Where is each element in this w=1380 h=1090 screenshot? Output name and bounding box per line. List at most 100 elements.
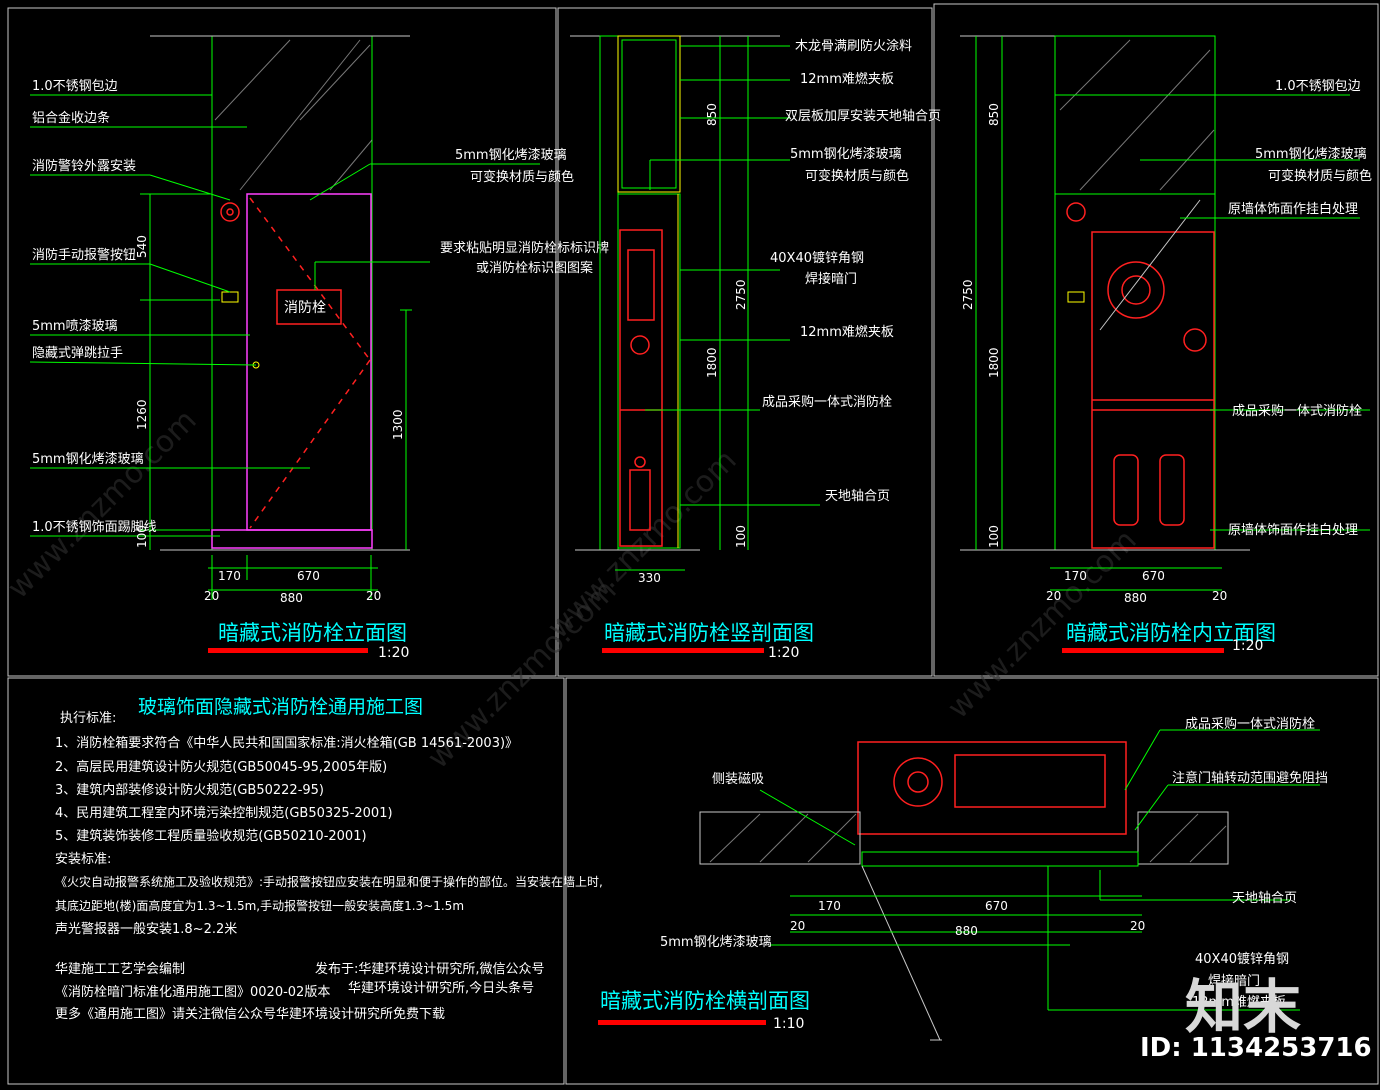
inner-elevation-drawing (960, 35, 1370, 591)
svg-text:www.znzmo.com: www.znzmo.com (1, 403, 204, 606)
svg-text:880: 880 (1124, 591, 1147, 605)
svg-text:注意门轴转动范围避免阻挡: 注意门轴转动范围避免阻挡 (1172, 770, 1328, 786)
inner-elevation-title-underline (1062, 648, 1224, 653)
svg-text:《消防栓暗门标准化通用施工图》0020-02版本: 《消防栓暗门标准化通用施工图》0020-02版本 (55, 984, 330, 1000)
svg-text:隐藏式弹跳拉手: 隐藏式弹跳拉手 (32, 346, 123, 361)
notes-heading: 玻璃饰面隐藏式消防栓通用施工图 (138, 696, 423, 718)
svg-text:4、民用建筑工程室内环境污染控制规范(GB50325-200: 4、民用建筑工程室内环境污染控制规范(GB50325-2001) (55, 805, 393, 821)
svg-text:安装标准:: 安装标准: (55, 852, 111, 867)
svg-text:声光警报器一般安装1.8~2.2米: 声光警报器一般安装1.8~2.2米 (55, 921, 237, 937)
svg-text:670: 670 (1142, 569, 1165, 583)
svg-text:20: 20 (1130, 919, 1145, 933)
svg-text:40X40镀锌角钢: 40X40镀锌角钢 (1195, 951, 1289, 967)
image-id-label: ID: 1134253716 (1140, 1033, 1372, 1063)
svg-text:20: 20 (204, 589, 219, 603)
section-v-title-underline (602, 648, 764, 653)
svg-text:天地轴合页: 天地轴合页 (1232, 891, 1297, 906)
svg-text:540: 540 (135, 235, 149, 258)
panel-frames (7, 3, 1379, 1085)
svg-text:其底边距地(楼)面高度宜为1.3~1.5m,手动报警按钮一般: 其底边距地(楼)面高度宜为1.3~1.5m,手动报警按钮一般安装高度1.3~1.… (55, 898, 464, 913)
svg-text:1:10: 1:10 (773, 1016, 804, 1032)
svg-text:100: 100 (734, 525, 748, 548)
general-notes: 玻璃饰面隐藏式消防栓通用施工图 执行标准: 1、消防栓箱要求符合《中华人民共和国… (55, 696, 603, 1022)
svg-text:100: 100 (987, 525, 1001, 548)
svg-text:5mm钢化烤漆玻璃: 5mm钢化烤漆玻璃 (455, 147, 567, 163)
svg-text:850: 850 (987, 103, 1001, 126)
svg-text:1260: 1260 (135, 399, 149, 430)
svg-text:铝合金收边条: 铝合金收边条 (32, 110, 110, 126)
svg-text:成品采购一体式消防栓: 成品采购一体式消防栓 (1185, 716, 1315, 732)
svg-text:消防警铃外露安装: 消防警铃外露安装 (32, 158, 136, 174)
svg-text:发布于:华建环境设计研究所,微信公众号: 发布于:华建环境设计研究所,微信公众号 (315, 961, 545, 977)
watermark-logo: 知末 (1185, 973, 1302, 1041)
svg-text:侧装磁吸: 侧装磁吸 (712, 772, 764, 787)
svg-text:原墙体饰面作挂白处理: 原墙体饰面作挂白处理 (1228, 201, 1358, 217)
svg-text:1800: 1800 (987, 347, 1001, 378)
svg-text:木龙骨满刷防火涂料: 木龙骨满刷防火涂料 (795, 38, 912, 54)
section-h-title-underline (598, 1020, 766, 1025)
svg-text:20: 20 (1212, 589, 1227, 603)
svg-text:华建环境设计研究所,今日头条号: 华建环境设计研究所,今日头条号 (348, 980, 534, 996)
svg-text:100: 100 (135, 525, 149, 548)
svg-text:12mm难燃夹板: 12mm难燃夹板 (800, 324, 894, 340)
inner-elevation-labels: 1.0不锈钢包边 5mm钢化烤漆玻璃 可变换材质与颜色 原墙体饰面作挂白处理 成… (961, 79, 1372, 654)
svg-text:1800: 1800 (705, 347, 719, 378)
section-v-drawing (570, 35, 820, 571)
svg-text:170: 170 (218, 569, 241, 583)
svg-text:更多《通用施工图》请关注微信公众号华建环境设计研究所免费下载: 更多《通用施工图》请关注微信公众号华建环境设计研究所免费下载 (55, 1006, 445, 1022)
elevation-title-underline (208, 648, 368, 653)
section-v-title: 暗藏式消防栓竖剖面图 (604, 621, 814, 645)
svg-text:40X40镀锌角钢: 40X40镀锌角钢 (770, 250, 864, 266)
svg-text:可变换材质与颜色: 可变换材质与颜色 (805, 168, 909, 184)
elevation-drawing (29, 35, 540, 600)
svg-text:330: 330 (638, 571, 661, 585)
watermark-text: www.znzmo.com www.znzmo.com www.znzmo.co… (1, 403, 1144, 776)
svg-text:12mm难燃夹板: 12mm难燃夹板 (800, 71, 894, 87)
svg-text:2750: 2750 (961, 279, 975, 310)
svg-text:1.0不锈钢包边: 1.0不锈钢包边 (1275, 79, 1361, 94)
elevation-title: 暗藏式消防栓立面图 (218, 621, 407, 645)
svg-text:880: 880 (280, 591, 303, 605)
svg-text:可变换材质与颜色: 可变换材质与颜色 (1268, 168, 1372, 184)
svg-text:华建施工工艺学会编制: 华建施工工艺学会编制 (55, 961, 185, 977)
svg-text:3、建筑内部装修设计防火规范(GB50222-95): 3、建筑内部装修设计防火规范(GB50222-95) (55, 782, 324, 798)
fire-hydrant-sign-text: 消防栓 (284, 300, 326, 316)
svg-text:5mm喷漆玻璃: 5mm喷漆玻璃 (32, 318, 118, 334)
svg-text:《火灾自动报警系统施工及验收规范》:手动报警按钮应安装在明显: 《火灾自动报警系统施工及验收规范》:手动报警按钮应安装在明显和便于操作的部位。当… (55, 874, 603, 889)
svg-text:20: 20 (790, 919, 805, 933)
svg-text:1:20: 1:20 (768, 645, 799, 661)
svg-text:850: 850 (705, 103, 719, 126)
svg-text:或消防栓标识图图案: 或消防栓标识图图案 (476, 260, 593, 276)
svg-text:2、高层民用建筑设计防火规范(GB50045-95,2005: 2、高层民用建筑设计防火规范(GB50045-95,2005年版) (55, 759, 387, 775)
svg-text:焊接暗门: 焊接暗门 (1208, 973, 1260, 989)
svg-text:执行标准:: 执行标准: (60, 711, 116, 726)
svg-text:170: 170 (818, 899, 841, 913)
svg-text:170: 170 (1064, 569, 1087, 583)
svg-text:消防手动报警按钮: 消防手动报警按钮 (32, 247, 136, 263)
svg-text:5mm钢化烤漆玻璃: 5mm钢化烤漆玻璃 (1255, 146, 1367, 162)
svg-text:5mm钢化烤漆玻璃: 5mm钢化烤漆玻璃 (32, 451, 144, 467)
svg-text:1、消防栓箱要求符合《中华人民共和国国家标准:消火栓箱(GB: 1、消防栓箱要求符合《中华人民共和国国家标准:消火栓箱(GB 14561-200… (55, 735, 518, 751)
section-h-labels: 成品采购一体式消防栓 侧装磁吸 注意门轴转动范围避免阻挡 天地轴合页 5mm钢化… (600, 716, 1328, 1032)
svg-text:5、建筑装饰装修工程质量验收规范(GB50210-2001): 5、建筑装饰装修工程质量验收规范(GB50210-2001) (55, 828, 367, 844)
svg-text:1:20: 1:20 (378, 645, 409, 661)
svg-text:可变换材质与颜色: 可变换材质与颜色 (470, 169, 574, 185)
svg-text:要求粘贴明显消防栓标标识牌: 要求粘贴明显消防栓标标识牌 (440, 240, 609, 256)
svg-text:2750: 2750 (734, 279, 748, 310)
svg-text:原墙体饰面作挂白处理: 原墙体饰面作挂白处理 (1228, 522, 1358, 538)
svg-text:双层板加厚安装天地轴合页: 双层板加厚安装天地轴合页 (785, 109, 941, 124)
svg-text:1:20: 1:20 (1232, 638, 1263, 654)
svg-text:12mm难燃夹板: 12mm难燃夹板 (1192, 994, 1286, 1010)
svg-text:670: 670 (985, 899, 1008, 913)
inner-elevation-title: 暗藏式消防栓内立面图 (1066, 621, 1276, 645)
svg-text:成品采购一体式消防栓: 成品采购一体式消防栓 (762, 394, 892, 410)
svg-text:焊接暗门: 焊接暗门 (805, 271, 857, 287)
svg-text:880: 880 (955, 924, 978, 938)
svg-text:670: 670 (297, 569, 320, 583)
section-v-labels: 木龙骨满刷防火涂料 12mm难燃夹板 双层板加厚安装天地轴合页 5mm钢化烤漆玻… (604, 38, 941, 661)
section-h-drawing (699, 729, 1320, 1041)
svg-text:20: 20 (366, 589, 381, 603)
svg-text:成品采购一体式消防栓: 成品采购一体式消防栓 (1232, 403, 1362, 419)
elevation-labels: 1.0不锈钢包边 铝合金收边条 消防警铃外露安装 消防手动报警按钮 5mm喷漆玻… (32, 79, 609, 661)
